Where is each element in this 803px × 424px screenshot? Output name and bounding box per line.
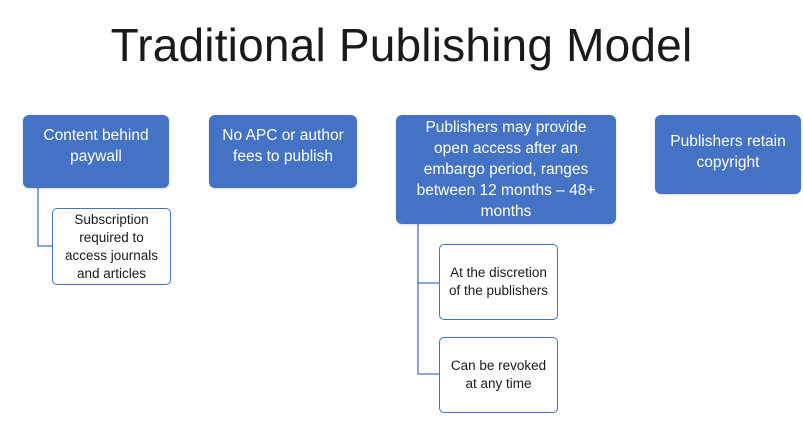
- sub-box-label: Can be revoked at any time: [450, 358, 547, 391]
- connector-1: [37, 188, 52, 247]
- box-label: No APC or author fees to publish: [222, 127, 344, 165]
- box-content-behind-paywall: Content behind paywall: [23, 115, 169, 188]
- sub-box-can-be-revoked: Can be revoked at any time: [439, 337, 558, 413]
- sub-box-label: At the discretion of the publishers: [448, 265, 549, 298]
- connector-2: [417, 224, 439, 284]
- sub-box-label: Subscription required to access journals…: [64, 211, 159, 281]
- sub-box-subscription-required: Subscription required to access journals…: [52, 208, 171, 285]
- box-publishers-retain-copyright: Publishers retain copyright: [655, 115, 801, 194]
- box-label: Content behind paywall: [43, 127, 149, 165]
- sub-box-discretion-of-publishers: At the discretion of the publishers: [439, 244, 558, 320]
- box-label: Publishers may provide open access after…: [416, 119, 596, 220]
- connector-3: [417, 283, 439, 375]
- box-no-apc: No APC or author fees to publish: [209, 115, 357, 188]
- box-label: Publishers retain copyright: [670, 133, 786, 171]
- box-embargo-open-access: Publishers may provide open access after…: [396, 115, 616, 224]
- diagram-title: Traditional Publishing Model: [110, 19, 693, 71]
